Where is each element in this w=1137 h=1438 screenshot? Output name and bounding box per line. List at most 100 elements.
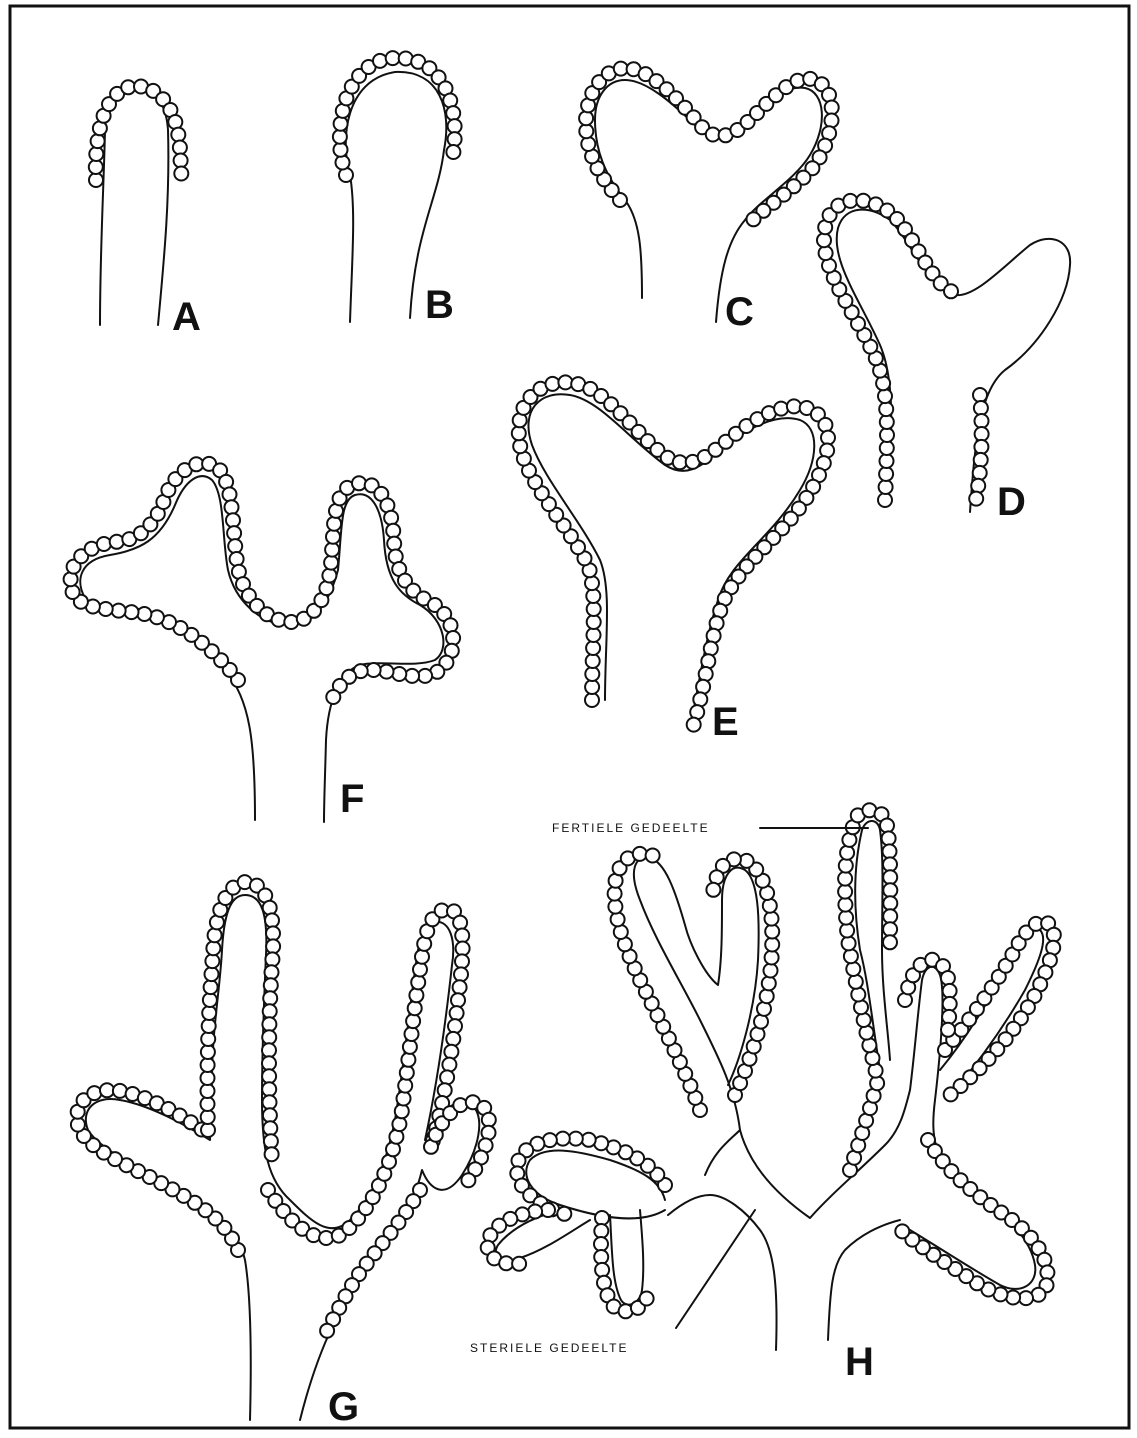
sporangium-cell (880, 428, 894, 442)
sporangium-cell (765, 951, 779, 965)
sporangium-cell (586, 641, 600, 655)
sporangium-cell (409, 988, 423, 1002)
sporangium-cell (448, 119, 462, 133)
stage-a-drawing (89, 80, 189, 326)
sporangium-cell (975, 414, 989, 428)
sporangium-cell (327, 517, 341, 531)
sporangium-cell (696, 680, 710, 694)
sporangium-cell (646, 849, 660, 863)
sporangium-cell (974, 453, 988, 467)
sporangium-cell (223, 487, 237, 501)
sporangium-cell (594, 1224, 608, 1238)
sporangium-cell (262, 1017, 276, 1031)
sporangium-cell (453, 916, 467, 930)
sporangium-cell (201, 1032, 215, 1046)
sporangium-cell (821, 431, 835, 445)
sporangium-cell (206, 941, 220, 955)
stage-e-drawing (512, 375, 835, 731)
sporangium-cell (262, 1043, 276, 1057)
sporangium-cell (336, 156, 350, 170)
sporangium-cell (880, 441, 894, 455)
sporangium-cell (849, 975, 863, 989)
sporangium-cell (973, 466, 987, 480)
sporangia-cells (969, 388, 988, 506)
sporangium-cell (89, 160, 103, 174)
sporangium-cell (201, 1123, 215, 1137)
sporangium-cell (137, 607, 151, 621)
sporangium-cell (706, 883, 720, 897)
sporangium-cell (883, 857, 897, 871)
sporangium-cell (334, 143, 348, 157)
sporangium-cell (757, 1002, 771, 1016)
sporangium-cell (512, 426, 526, 440)
sporangium-cell (838, 872, 852, 886)
sporangium-cell (174, 154, 188, 168)
sporangium-cell (880, 454, 894, 468)
sporangium-cell (581, 137, 595, 151)
sporangium-cell (417, 937, 431, 951)
sporangium-cell (595, 1263, 609, 1277)
sporangium-cell (765, 912, 779, 926)
sporangium-cell (403, 1040, 417, 1054)
sporangium-cell (89, 147, 103, 161)
label-g: G (328, 1385, 359, 1429)
sporangium-cell (451, 993, 465, 1007)
sporangium-cell (265, 952, 279, 966)
sporangium-cell (944, 284, 958, 298)
sporangium-cell (846, 962, 860, 976)
sporangium-cell (975, 427, 989, 441)
sporangium-cell (398, 1079, 412, 1093)
sporangium-cell (333, 130, 347, 144)
sporangium-cell (438, 1083, 452, 1097)
label-f: F (340, 777, 364, 821)
sporangium-cell (747, 212, 761, 226)
sporangium-cell (325, 543, 339, 557)
sporangium-cell (461, 1173, 475, 1187)
sporangium-cell (974, 401, 988, 415)
sporangium-cell (585, 667, 599, 681)
sporangium-cell (862, 1038, 876, 1052)
sporangium-cell (586, 654, 600, 668)
sporangium-cell (405, 1027, 419, 1041)
sporangium-cell (512, 1257, 526, 1271)
sporangium-cell (839, 911, 853, 925)
sporangium-cell (942, 1010, 956, 1024)
sporangium-cell (440, 1070, 454, 1084)
annotation-sterile: STERIELE GEDEELTE (470, 1341, 628, 1355)
sporangium-cell (455, 929, 469, 943)
sporangium-cell (579, 111, 593, 125)
label-d: D (997, 480, 1026, 524)
sporangium-cell (174, 167, 188, 181)
sporangium-cell (541, 1203, 555, 1217)
sporangium-cell (585, 576, 599, 590)
sporangium-cell (791, 74, 805, 88)
sporangium-cell (408, 1001, 422, 1015)
sporangium-cell (228, 539, 242, 553)
stage-c-drawing (579, 62, 839, 322)
cell-row (519, 382, 828, 730)
sporangium-cell (272, 613, 286, 627)
sporangia-cells (895, 1133, 1054, 1305)
sporangia-cells (64, 457, 461, 704)
sporangium-cell (883, 909, 897, 923)
sporangia-cells (817, 194, 958, 507)
sporangium-cell (763, 899, 777, 913)
sporangium-cell (71, 1118, 85, 1132)
sporangium-cell (839, 859, 853, 873)
sporangium-cell (202, 1006, 216, 1020)
sporangium-cell (262, 1056, 276, 1070)
cell-row (945, 922, 1054, 1095)
sporangium-cell (320, 1324, 334, 1338)
sporangium-cell (401, 1053, 415, 1067)
sporangium-cell (266, 939, 280, 953)
sporangium-cell (882, 831, 896, 845)
drawing-layer (64, 51, 1071, 1420)
sporangium-cell (585, 680, 599, 694)
sporangia-cells (512, 375, 835, 731)
sporangium-cell (687, 718, 701, 732)
sporangia-cells (201, 875, 281, 1161)
sporangium-cell (201, 1110, 215, 1124)
sporangium-cell (876, 376, 890, 390)
sporangia-cells (481, 1203, 555, 1271)
sporangium-cell (262, 1069, 276, 1083)
